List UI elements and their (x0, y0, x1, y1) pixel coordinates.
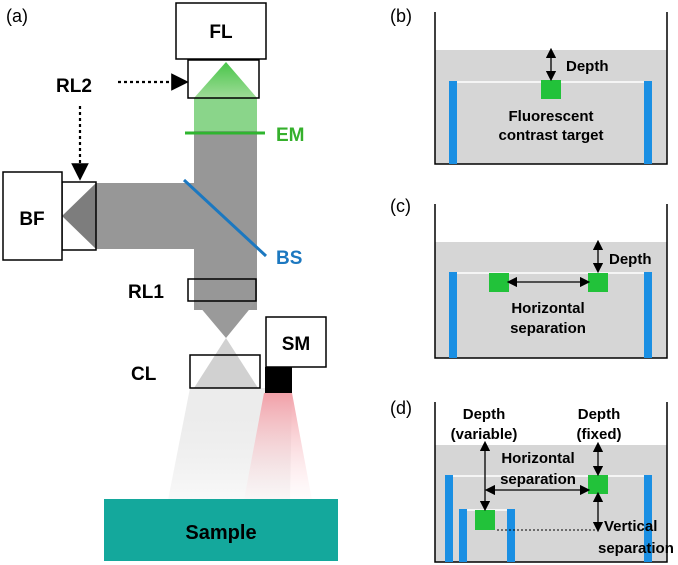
panel-b: (b) Depth Fluorescent contrast target (390, 6, 668, 165)
tank-b-depth-label: Depth (566, 58, 609, 75)
panel-a-label: (a) (6, 6, 28, 26)
tank-b-target (541, 80, 561, 99)
tank-d-depth-var-label-2: (variable) (451, 426, 518, 443)
sample-block (104, 499, 338, 561)
sm-box (265, 316, 327, 368)
horizontal-beam (96, 183, 194, 249)
laser-beam (244, 393, 312, 500)
tank-d-depth-var-label-1: Depth (463, 406, 506, 423)
tank-b-target-label-1: Fluorescent (508, 108, 593, 125)
tank-d-outline (434, 402, 668, 563)
cl-lens-box (189, 354, 261, 389)
rl1-focus-cone (194, 300, 257, 338)
panel-b-label: (b) (390, 6, 412, 26)
tank-c-post-left (449, 272, 457, 358)
tank-d-vsep-label-2: separation (598, 540, 674, 557)
tank-c-target-right (588, 273, 608, 292)
tank-c-depth-label: Depth (609, 251, 652, 268)
tank-d-post-mid (507, 509, 515, 562)
tank-c-sep-label-1: Horizontal (511, 300, 584, 317)
bs-label: BS (276, 248, 302, 269)
em-label: EM (276, 125, 305, 146)
panel-c: (c) Depth Horizontal separation (390, 196, 668, 359)
fl-camera (175, 2, 267, 60)
sample-label: Sample (185, 522, 256, 544)
tank-d-depth-fixed-label-1: Depth (578, 406, 621, 423)
tank-c-outline (434, 204, 668, 359)
fl-focus-cone (194, 62, 257, 98)
tank-b-target-label-2: contrast target (498, 127, 603, 144)
tank-d-post-right (644, 475, 652, 562)
cl-label: CL (131, 364, 157, 385)
tank-c-sep-label-2: separation (510, 320, 586, 337)
panel-d: (d) Depth (variable) Depth (fixed) Horiz… (390, 398, 674, 563)
rl1-lens-box (187, 278, 257, 302)
tank-d-target-low (475, 510, 495, 530)
tank-d-hsep-label-1: Horizontal (501, 450, 574, 467)
sm-label: SM (282, 334, 311, 355)
tank-d-post-left (445, 475, 453, 562)
beam-splitter (182, 178, 268, 258)
tank-b-post-left (449, 81, 457, 164)
tank-d-vsep-label-1: Vertical (604, 518, 657, 535)
tank-b-post-right (644, 81, 652, 164)
tank-d-post-left-inner (459, 509, 467, 562)
tank-c-post-right (644, 272, 652, 358)
tank-d-depth-fixed-label-2: (fixed) (577, 426, 622, 443)
tank-d-target-high (588, 475, 608, 494)
panel-a: (a) FL EM BS RL2 BF (2, 2, 338, 561)
cl-cone (194, 338, 258, 388)
tank-b-outline (434, 12, 668, 165)
green-emission-beam (194, 98, 257, 131)
fl-label: FL (209, 22, 233, 43)
tank-d-water (435, 445, 667, 562)
tank-c-target-left (489, 273, 509, 292)
bf-focus-cone (62, 183, 96, 249)
tank-c-water (435, 242, 667, 358)
tank-d-hsep-label-2: separation (500, 471, 576, 488)
panel-d-label: (d) (390, 398, 412, 418)
rl1-label: RL1 (128, 282, 164, 303)
sm-emitter (265, 367, 292, 393)
rl2-label: RL2 (56, 76, 92, 97)
bf-camera (2, 171, 63, 261)
panel-c-label: (c) (390, 196, 411, 216)
bf-label: BF (19, 209, 44, 230)
